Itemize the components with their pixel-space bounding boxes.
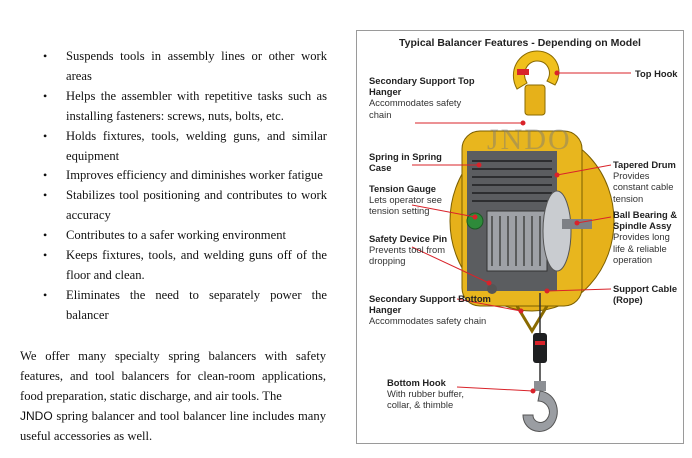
- intro-paragraph: We offer many specialty spring balancers…: [20, 347, 326, 447]
- label-secondary-bottom-hanger: Secondary Support Bottom Hanger Accommod…: [369, 293, 491, 327]
- lead-lines: [411, 70, 631, 394]
- label-top-hook: Top Hook: [635, 68, 678, 79]
- bullet-item: Stabilizes tool positioning and contribu…: [22, 186, 327, 226]
- brand-name: JNDO: [20, 408, 53, 423]
- top-hook-icon: [512, 50, 560, 116]
- bullet-item: Keeps fixtures, tools, and welding guns …: [22, 246, 327, 286]
- bullet-item: Contributes to a safer working environme…: [22, 226, 327, 246]
- intro-text: We offer many specialty spring balancers…: [20, 349, 326, 403]
- balancer-illustration: [411, 50, 631, 432]
- label-bottom-hook: Bottom Hook With rubber buffer, collar, …: [387, 377, 464, 411]
- bullet-item: Helps the assembler with repetitive task…: [22, 87, 327, 127]
- label-spring-case: Spring in Spring Case: [369, 151, 442, 174]
- bullet-item: Eliminates the need to separately power …: [22, 286, 327, 326]
- watermark: JNDO: [487, 123, 572, 156]
- balancer-body: [449, 130, 615, 312]
- figure-title: Typical Balancer Features - Depending on…: [399, 37, 641, 49]
- bottom-hook-icon: [522, 381, 558, 432]
- label-safety-device-pin: Safety Device Pin Prevents tool from dro…: [369, 233, 448, 267]
- support-cable-icon: [515, 293, 549, 383]
- balancer-features-figure: JNDO Typical Balancer Features - Dependi…: [356, 30, 684, 444]
- bullet-item: Suspends tools in assembly lines or othe…: [22, 47, 327, 87]
- bullet-item: Holds fixtures, tools, welding guns, and…: [22, 127, 327, 167]
- label-tapered-drum: Tapered Drum Provides constant cable ten…: [613, 159, 676, 204]
- label-secondary-top-hanger: Secondary Support Top Hanger Accommodate…: [369, 75, 475, 120]
- feature-text-column: Suspends tools in assembly lines or othe…: [0, 0, 330, 458]
- label-ball-bearing-spindle: Ball Bearing & Spindle Assy Provides lon…: [613, 209, 678, 265]
- label-support-cable: Support Cable (Rope): [613, 283, 678, 306]
- feature-bullet-list: Suspends tools in assembly lines or othe…: [22, 47, 327, 326]
- label-tension-gauge: Tension Gauge Lets operator see tension …: [369, 183, 442, 217]
- intro-text-after: spring balancer and tool balancer line i…: [20, 408, 326, 443]
- bullet-item: Improves efficiency and diminishes worke…: [22, 166, 327, 186]
